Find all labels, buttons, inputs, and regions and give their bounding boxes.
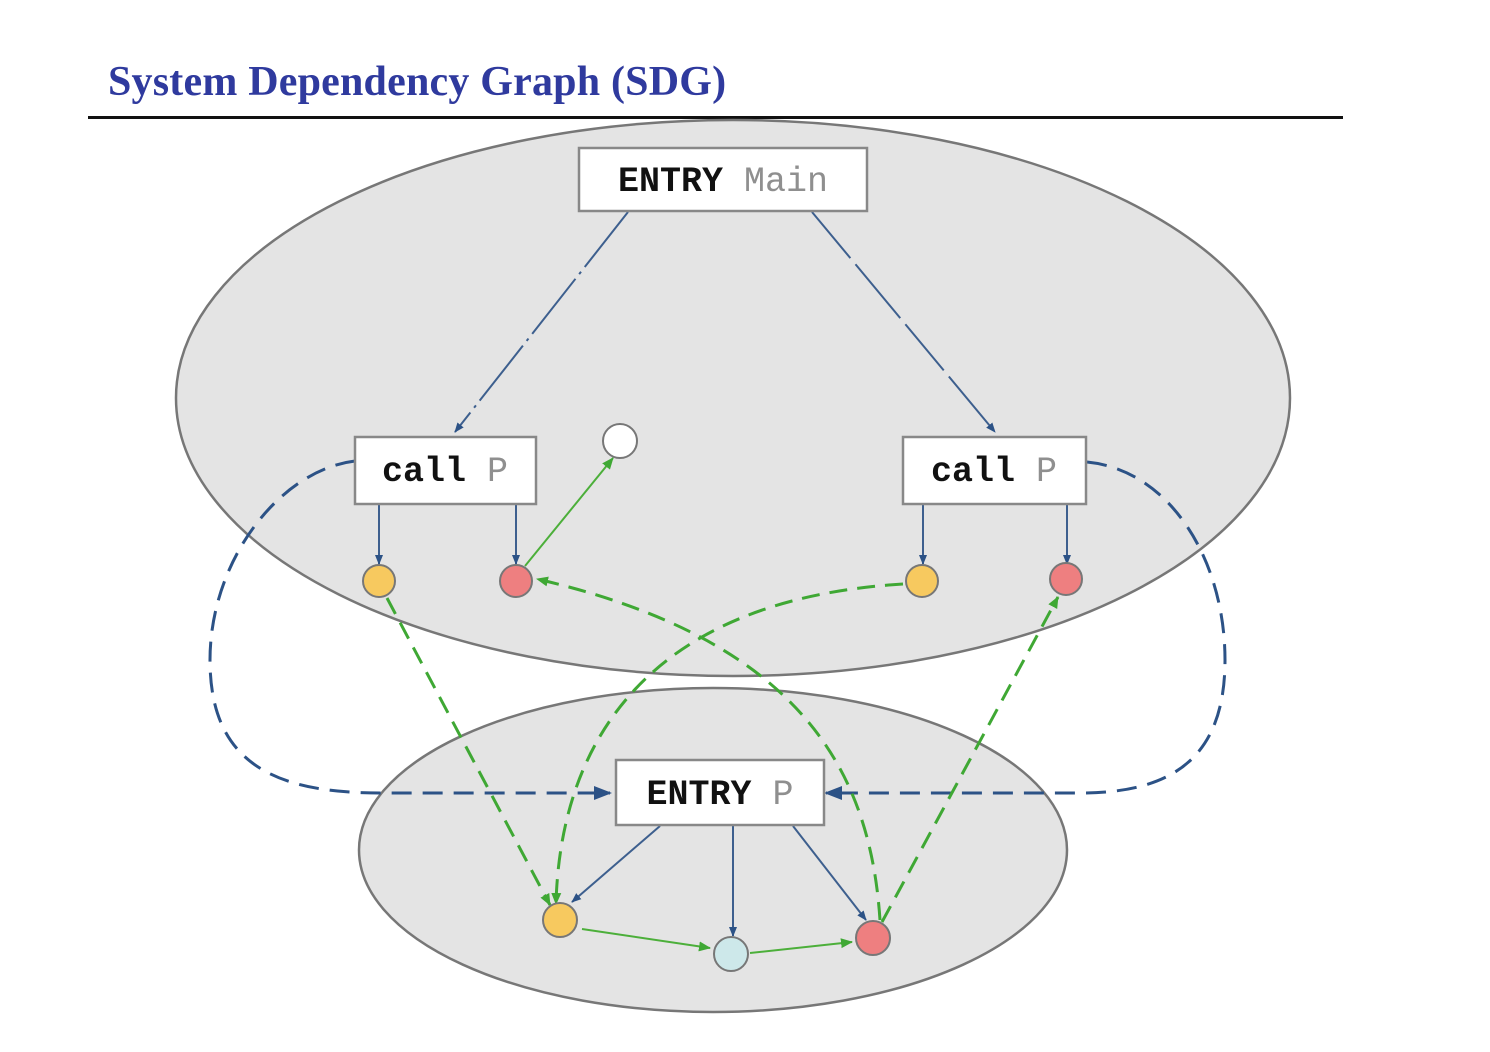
formal-in-node — [542, 902, 578, 938]
p-procedure-region — [357, 686, 1069, 1014]
svg-text:call P: call P — [382, 452, 508, 492]
call-node-right: call P — [901, 435, 1088, 506]
control-edge-entry-p-to-formal-in — [571, 825, 661, 903]
param-in-edge-right — [551, 582, 904, 905]
svg-text:ENTRY P: ENTRY P — [646, 775, 793, 815]
actual-out-node-right — [1049, 562, 1083, 596]
call-right-name: P — [1036, 452, 1057, 492]
title-underline — [88, 116, 1343, 119]
call-left-name: P — [487, 452, 508, 492]
entry-main-keyword: ENTRY — [618, 162, 723, 202]
control-edge-entry-main-to-call-left — [454, 211, 629, 433]
call-edge-left — [208, 459, 612, 800]
control-edge-entry-main-to-call-right — [811, 211, 996, 433]
flow-edge-local-to-formal-out — [749, 938, 853, 954]
param-out-edge-right — [880, 596, 1060, 923]
param-in-edge-left — [385, 597, 552, 906]
page-title: System Dependency Graph (SDG) — [108, 59, 727, 105]
main-procedure-region — [174, 118, 1292, 678]
formal-out-node — [855, 920, 891, 956]
svg-text:call P: call P — [931, 452, 1057, 492]
flow-edge-out-param-to-empty-node — [524, 457, 614, 567]
actual-in-node-right — [905, 564, 939, 598]
svg-text:ENTRY Main: ENTRY Main — [618, 162, 828, 202]
call-node-left: call P — [353, 435, 538, 506]
call-left-keyword: call — [382, 452, 466, 492]
call-edge-right — [824, 460, 1227, 800]
local-node — [713, 936, 749, 972]
entry-main-name: Main — [744, 162, 828, 202]
actual-out-node-left — [499, 564, 533, 598]
entry-p-name: P — [773, 775, 794, 815]
empty-node — [602, 423, 638, 459]
flow-edge-formal-in-to-local — [581, 928, 711, 952]
entry-p-keyword: ENTRY — [646, 775, 751, 815]
entry-main-node: ENTRY Main — [577, 146, 869, 213]
control-edge-entry-p-to-formal-out — [792, 825, 867, 921]
actual-in-node-left — [362, 564, 396, 598]
param-out-edge-left — [536, 576, 882, 921]
call-right-keyword: call — [931, 452, 1015, 492]
entry-p-node: ENTRY P — [614, 758, 826, 827]
